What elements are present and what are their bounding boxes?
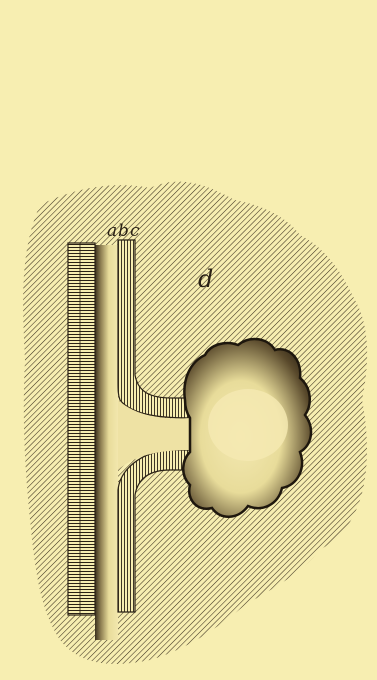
vessel-wall-left xyxy=(68,243,95,615)
label-c: c xyxy=(130,221,140,241)
label-b: b xyxy=(118,221,129,241)
sac-highlight xyxy=(208,389,288,461)
label-d: d xyxy=(198,265,213,293)
vessel-lumen xyxy=(95,245,118,640)
label-a: a xyxy=(107,221,117,241)
